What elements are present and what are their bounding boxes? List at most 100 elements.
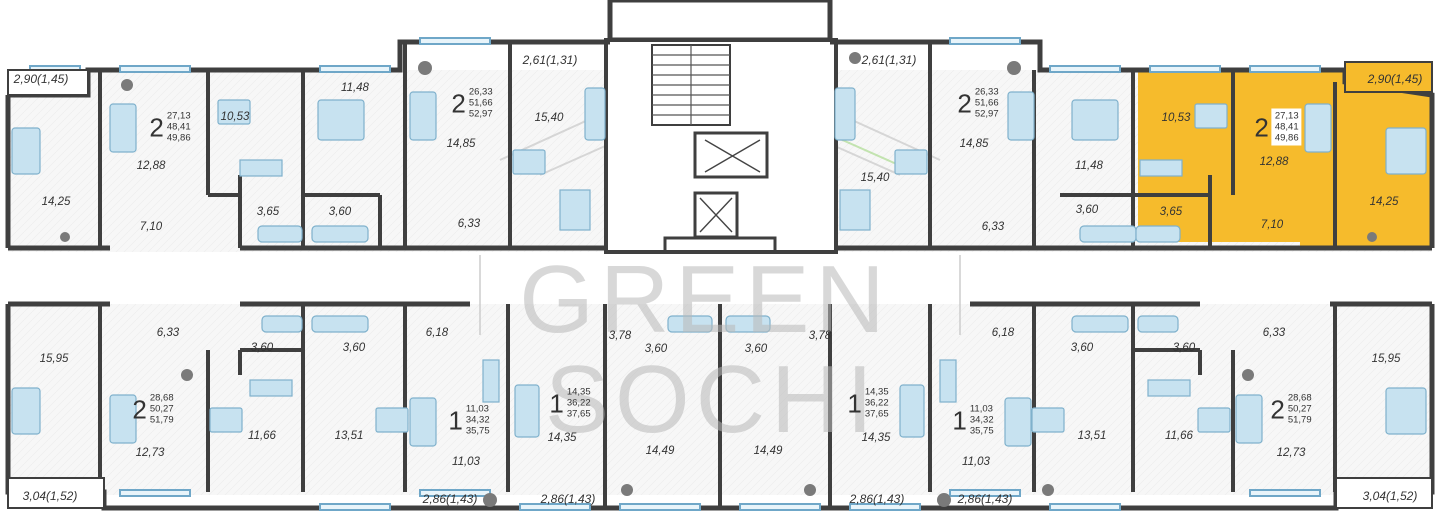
- room-area: 3,60: [1075, 204, 1099, 216]
- room-count: 1: [549, 388, 564, 418]
- balcony-area: 2,61(1,31): [522, 53, 578, 67]
- area-with-balcony: 52,97: [974, 108, 999, 120]
- room-area: 3,60: [1070, 342, 1094, 354]
- room-area: 3,78: [608, 330, 632, 342]
- room-area: 6,33: [156, 327, 180, 339]
- room-area: 7,10: [139, 221, 163, 233]
- room-area: 14,49: [645, 445, 675, 457]
- area-with-balcony: 37,65: [864, 408, 889, 420]
- room-area: 3,60: [342, 342, 366, 354]
- room-area: 13,51: [1077, 430, 1107, 442]
- room-area: 3,60: [328, 206, 352, 218]
- room-area: 14,85: [959, 138, 989, 150]
- room-area: 14,25: [41, 196, 71, 208]
- room-area: 6,18: [991, 327, 1015, 339]
- room-area: 11,66: [248, 430, 276, 442]
- room-area: 14,49: [753, 445, 783, 457]
- room-area: 6,33: [981, 221, 1005, 233]
- room-area: 14,35: [547, 432, 577, 444]
- living-area: 14,35: [566, 386, 591, 398]
- total-area: 51,66: [468, 97, 493, 109]
- balcony-area: 3,04(1,52): [1362, 489, 1418, 503]
- total-area: 50,27: [1287, 403, 1312, 415]
- total-area: 48,41: [1274, 121, 1299, 133]
- room-area: 3,65: [256, 206, 280, 218]
- room-area: 3,60: [250, 342, 274, 354]
- balcony-area: 2,86(1,43): [849, 492, 905, 506]
- plants: [60, 52, 1377, 507]
- room-area: 11,03: [452, 456, 480, 468]
- room-count: 2: [149, 112, 164, 142]
- room-area: 14,35: [861, 432, 891, 444]
- room-area: 15,95: [1371, 353, 1401, 365]
- living-area: 27,13: [166, 110, 191, 122]
- area-with-balcony: 51,79: [149, 414, 174, 426]
- room-area: 3,60: [744, 343, 768, 355]
- stair-core: [604, 0, 838, 254]
- room-area: 11,03: [962, 456, 990, 468]
- balcony-area: 2,86(1,43): [957, 492, 1013, 506]
- room-count: 2: [1270, 394, 1285, 424]
- room-area: 11,48: [1075, 160, 1103, 172]
- room-area: 10,53: [1161, 112, 1191, 124]
- total-area: 36,22: [864, 397, 889, 409]
- room-area: 3,65: [1159, 206, 1183, 218]
- total-area: 36,22: [566, 397, 591, 409]
- windows: [29, 37, 1411, 511]
- room-area: 15,40: [860, 172, 890, 184]
- balcony-area: 2,90(1,45): [13, 72, 69, 86]
- room-area: 13,51: [334, 430, 364, 442]
- room-area: 12,88: [1259, 156, 1289, 168]
- room-area: 14,25: [1369, 196, 1399, 208]
- room-area: 7,10: [1260, 219, 1284, 231]
- room-area: 6,18: [425, 327, 449, 339]
- balcony-area: 2,86(1,43): [540, 492, 596, 506]
- interior-walls-bottom: [98, 304, 1337, 508]
- room-area: 11,66: [1165, 430, 1193, 442]
- total-area: 48,41: [166, 121, 191, 133]
- area-with-balcony: 35,75: [969, 425, 994, 437]
- room-area: 12,88: [136, 160, 166, 172]
- room-area: 6,33: [457, 218, 481, 230]
- room-area: 12,73: [1276, 447, 1306, 459]
- living-area: 26,33: [974, 86, 999, 98]
- room-area: 15,40: [534, 112, 564, 124]
- room-count: 2: [957, 88, 972, 118]
- furniture: [11, 87, 1427, 447]
- living-area: 14,35: [864, 386, 889, 398]
- balcony-area: 2,86(1,43): [422, 492, 478, 506]
- room-area: 15,95: [39, 353, 69, 365]
- area-with-balcony: 37,65: [566, 408, 591, 420]
- corridor: [8, 252, 1432, 304]
- room-area: 3,78: [808, 330, 832, 342]
- room-area: 14,85: [446, 138, 476, 150]
- room-count: 2: [132, 394, 147, 424]
- room-area: 3,60: [644, 343, 668, 355]
- room-count: 1: [847, 388, 862, 418]
- living-area: 28,68: [1287, 392, 1312, 404]
- living-area: 28,68: [149, 392, 174, 404]
- living-area: 11,03: [465, 403, 489, 415]
- balconies: [7, 61, 1433, 509]
- room-area: 6,33: [1262, 327, 1286, 339]
- living-area: 27,13: [1274, 110, 1299, 122]
- total-area: 51,66: [974, 97, 999, 109]
- living-area: 26,33: [468, 86, 493, 98]
- room-area: 11,48: [341, 82, 369, 94]
- area-with-balcony: 51,79: [1287, 414, 1312, 426]
- total-area: 34,32: [465, 414, 490, 426]
- area-with-balcony: 35,75: [465, 425, 490, 437]
- room-count: 1: [448, 405, 463, 435]
- watermark-green: GREEN: [519, 246, 891, 353]
